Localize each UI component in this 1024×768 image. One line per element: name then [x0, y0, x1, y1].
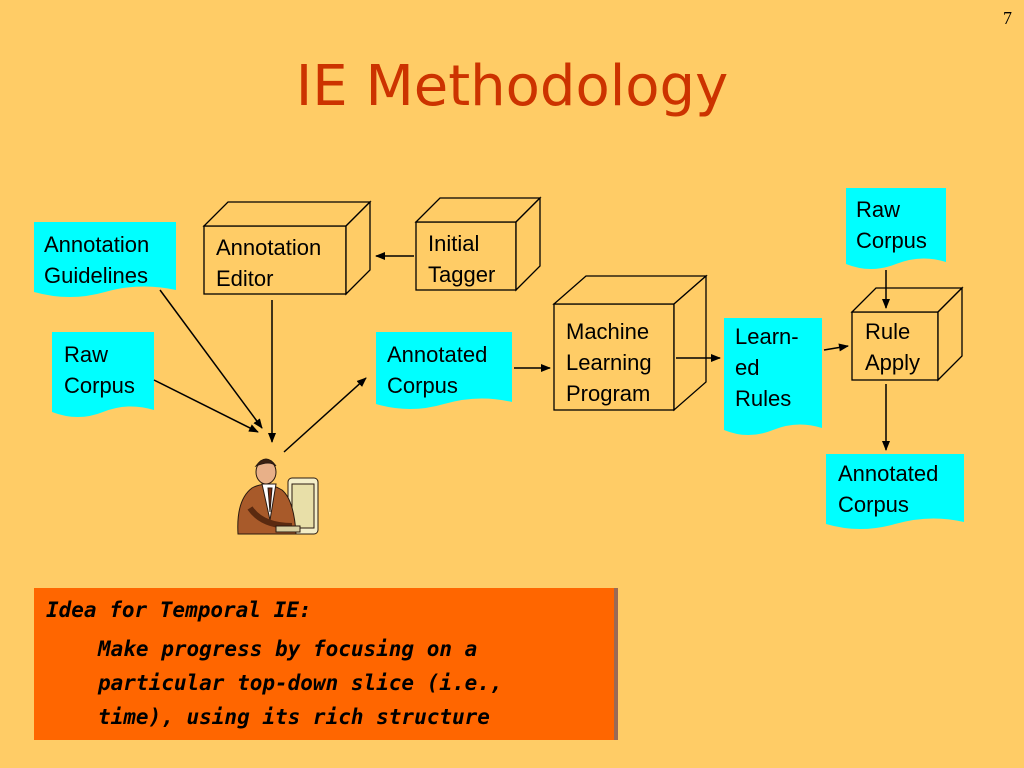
- idea-heading: Idea for Temporal IE:: [46, 598, 312, 622]
- label-line: Annotation: [216, 235, 322, 260]
- arrow-rules-to-apply: [823, 343, 849, 352]
- label-line: Corpus: [387, 373, 458, 398]
- rule-apply-label: Rule Apply: [865, 316, 920, 378]
- learned-rules-label: Learn- ed Rules: [735, 321, 799, 414]
- initial-tagger-label: Initial Tagger: [428, 228, 495, 290]
- label-line: Initial: [428, 231, 480, 256]
- label-line: Raw: [856, 197, 901, 222]
- annotation-guidelines-label: Annotation Guidelines: [44, 229, 149, 291]
- raw-corpus-right-label: Raw Corpus: [856, 194, 927, 256]
- label-line: Machine: [566, 319, 650, 344]
- idea-box: Idea for Temporal IE: Make progress by f…: [34, 588, 618, 740]
- label-line: Corpus: [856, 228, 927, 253]
- label-line: Learn-: [735, 324, 799, 349]
- label-line: Annotated: [838, 461, 939, 486]
- learned-rules-doc: [724, 318, 822, 435]
- idea-line: Make progress by focusing on a: [98, 637, 478, 661]
- raw-corpus-left-doc: [52, 332, 154, 417]
- annotation-editor-label: Annotation Editor: [216, 232, 321, 294]
- label-line: Corpus: [838, 492, 909, 517]
- rule-apply-box: [850, 286, 964, 382]
- arrow-person-to-annotated: [283, 377, 367, 453]
- label-line: Editor: [216, 266, 274, 291]
- person-at-computer-icon: [237, 458, 319, 535]
- label-line: Rules: [735, 386, 792, 411]
- annotated-corpus-mid-doc: [376, 332, 512, 409]
- annotation-editor-box: [202, 200, 372, 296]
- label-line: Program: [566, 381, 651, 406]
- label-line: ed: [735, 355, 760, 380]
- idea-body: Make progress by focusing on a particula…: [98, 632, 598, 734]
- initial-tagger-box: [414, 196, 542, 292]
- annotation-guidelines-doc: [34, 222, 176, 297]
- label-line: Apply: [865, 350, 921, 375]
- arrow-raw-to-person: [153, 379, 259, 433]
- label-line: Raw: [64, 342, 109, 367]
- arrows: [153, 252, 890, 453]
- idea-line: particular top-down slice (i.e.,: [98, 671, 503, 695]
- annotated-corpus-right-doc: [826, 454, 964, 529]
- label-line: Annotation: [44, 232, 150, 257]
- machine-learning-program-label: Machine Learning Program: [566, 316, 652, 409]
- label-line: Rule: [865, 319, 911, 344]
- label-line: Guidelines: [44, 263, 148, 288]
- raw-corpus-left-label: Raw Corpus: [64, 339, 135, 401]
- label-line: Annotated: [387, 342, 488, 367]
- idea-line: time), using its rich structure: [98, 705, 490, 729]
- page-number: 7: [1003, 8, 1012, 28]
- page-title: IE Methodology: [295, 54, 729, 119]
- machine-learning-program-box: [552, 274, 708, 412]
- label-line: Corpus: [64, 373, 135, 398]
- label-line: Tagger: [428, 262, 496, 287]
- raw-corpus-right-doc: [846, 188, 946, 269]
- label-line: Learning: [566, 350, 652, 375]
- arrow-guidelines-to-person: [159, 289, 263, 429]
- annotated-corpus-right-label: Annotated Corpus: [838, 458, 938, 520]
- annotated-corpus-mid-label: Annotated Corpus: [387, 339, 487, 401]
